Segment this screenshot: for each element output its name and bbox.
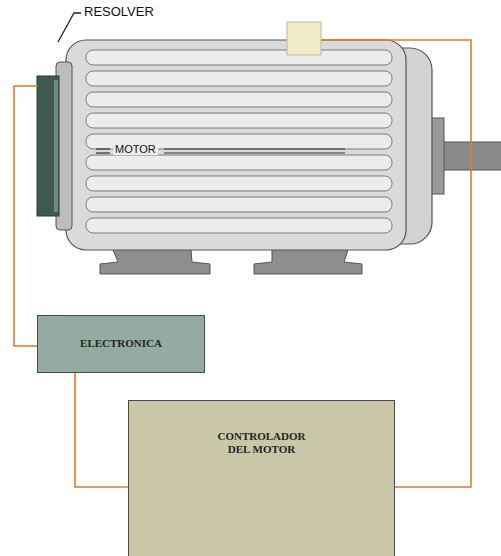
motor-body (66, 40, 406, 250)
sensor-box (287, 22, 321, 55)
wire-connector (75, 373, 128, 487)
part-label: RESOLVER (84, 4, 154, 19)
process-box: CONTROLADOR DEL MOTOR (128, 400, 395, 556)
process-box: ELECTRONICA (37, 315, 205, 373)
box-label: CONTROLADOR DEL MOTOR (207, 430, 317, 456)
motor-fins (86, 50, 392, 233)
wire (14, 86, 38, 346)
part-label: MOTOR (113, 143, 158, 155)
resolver (37, 76, 59, 216)
leader-line (58, 13, 81, 42)
box-label: ELECTRONICA (80, 337, 162, 350)
motor-shaft (436, 142, 501, 170)
resolver-edge (54, 80, 58, 212)
